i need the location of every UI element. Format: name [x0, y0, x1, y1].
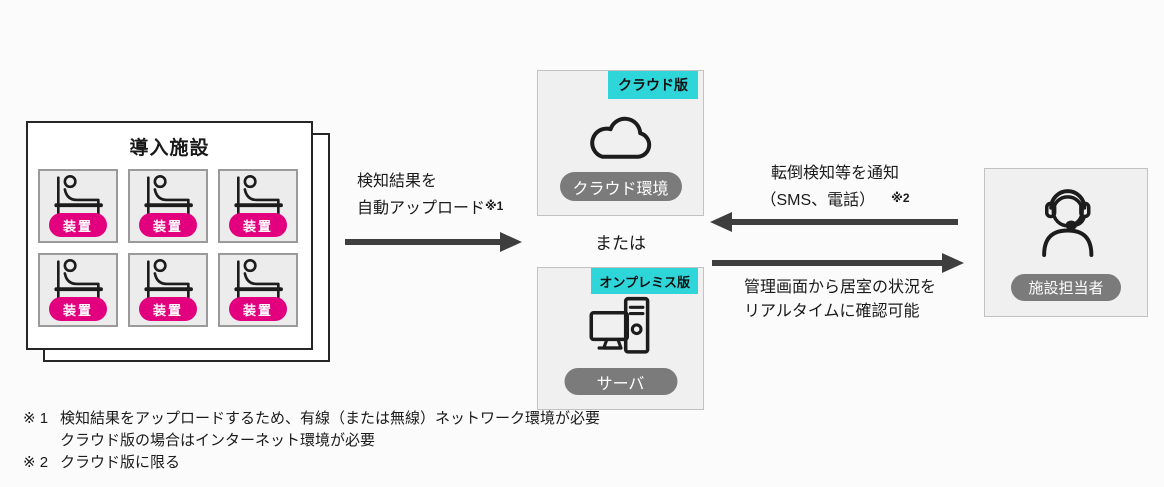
cloud-env-pill: クラウド環境	[559, 172, 682, 201]
device-cell: 装置	[218, 253, 298, 327]
footnote-ref-1: ※1	[485, 199, 504, 213]
bed-person-icon	[144, 259, 193, 300]
device-cell: 装置	[218, 169, 298, 243]
cloud-version-tag: クラウド版	[608, 71, 698, 99]
operator-headset-icon	[1042, 189, 1094, 257]
device-badge: 装置	[49, 297, 107, 321]
upload-arrow-head	[500, 232, 522, 252]
bed-person-icon	[234, 259, 283, 300]
upload-arrow-label: 検知結果を 自動アップロード※1	[357, 170, 503, 221]
device-cell: 装置	[128, 253, 208, 327]
notify-arrow-line	[728, 219, 958, 225]
monitor-arrow-head	[942, 253, 964, 273]
notify-arrow-label: 転倒検知等を通知 （SMS、電話）※2	[706, 162, 964, 213]
monitor-arrow	[712, 253, 964, 273]
server-pill: サーバ	[564, 368, 677, 395]
device-cell: 装置	[128, 169, 208, 243]
upload-arrow-line	[345, 239, 504, 245]
notify-arrow	[710, 212, 958, 232]
staff-box: 施設担当者	[984, 168, 1148, 317]
cloud-box: クラウド版 クラウド環境	[537, 70, 704, 216]
upload-arrow	[345, 232, 522, 252]
notify-label-line1: 転倒検知等を通知	[770, 165, 899, 182]
upload-label-line2: 自動アップロード※1	[357, 199, 504, 217]
server-icon	[589, 296, 649, 354]
device-cell-grid: 装置 装置 装置 装置 装置 装置	[38, 169, 298, 327]
monitor-label-line1: 管理画面から居室の状況を	[744, 279, 937, 296]
device-badge: 装置	[229, 297, 287, 321]
bed-person-icon	[144, 175, 193, 216]
bed-person-icon	[54, 259, 103, 300]
facility-box: 導入施設 装置 装置 装置 装置 装置	[26, 121, 313, 350]
device-cell: 装置	[38, 253, 118, 327]
notify-label-line2: （SMS、電話）※2	[760, 191, 910, 209]
monitor-label-line2: リアルタイムに確認可能	[744, 303, 920, 320]
bed-person-icon	[54, 175, 103, 216]
device-badge: 装置	[139, 297, 197, 321]
onprem-version-tag: オンプレミス版	[591, 268, 698, 294]
monitor-arrow-label: 管理画面から居室の状況を リアルタイムに確認可能	[744, 276, 936, 324]
upload-label-line1: 検知結果を	[357, 173, 438, 190]
footnote-ref-2: ※2	[891, 191, 910, 205]
monitor-arrow-line	[712, 260, 946, 266]
device-badge: 装置	[49, 213, 107, 237]
footnote-2-marker: ※ 2	[23, 454, 49, 471]
device-badge: 装置	[229, 213, 287, 237]
staff-pill: 施設担当者	[1011, 274, 1121, 301]
bed-person-icon	[234, 175, 283, 216]
device-badge: 装置	[139, 213, 197, 237]
or-label: または	[595, 234, 646, 253]
cloud-icon	[589, 116, 651, 159]
footnote-1-marker: ※ 1	[23, 410, 49, 427]
onprem-box: オンプレミス版 サーバ	[537, 267, 704, 410]
device-cell: 装置	[38, 169, 118, 243]
facility-title: 導入施設	[129, 138, 210, 159]
footnote-1-line2: クラウド版の場合はインターネット環境が必要	[60, 432, 376, 449]
notify-arrow-head	[710, 212, 732, 232]
